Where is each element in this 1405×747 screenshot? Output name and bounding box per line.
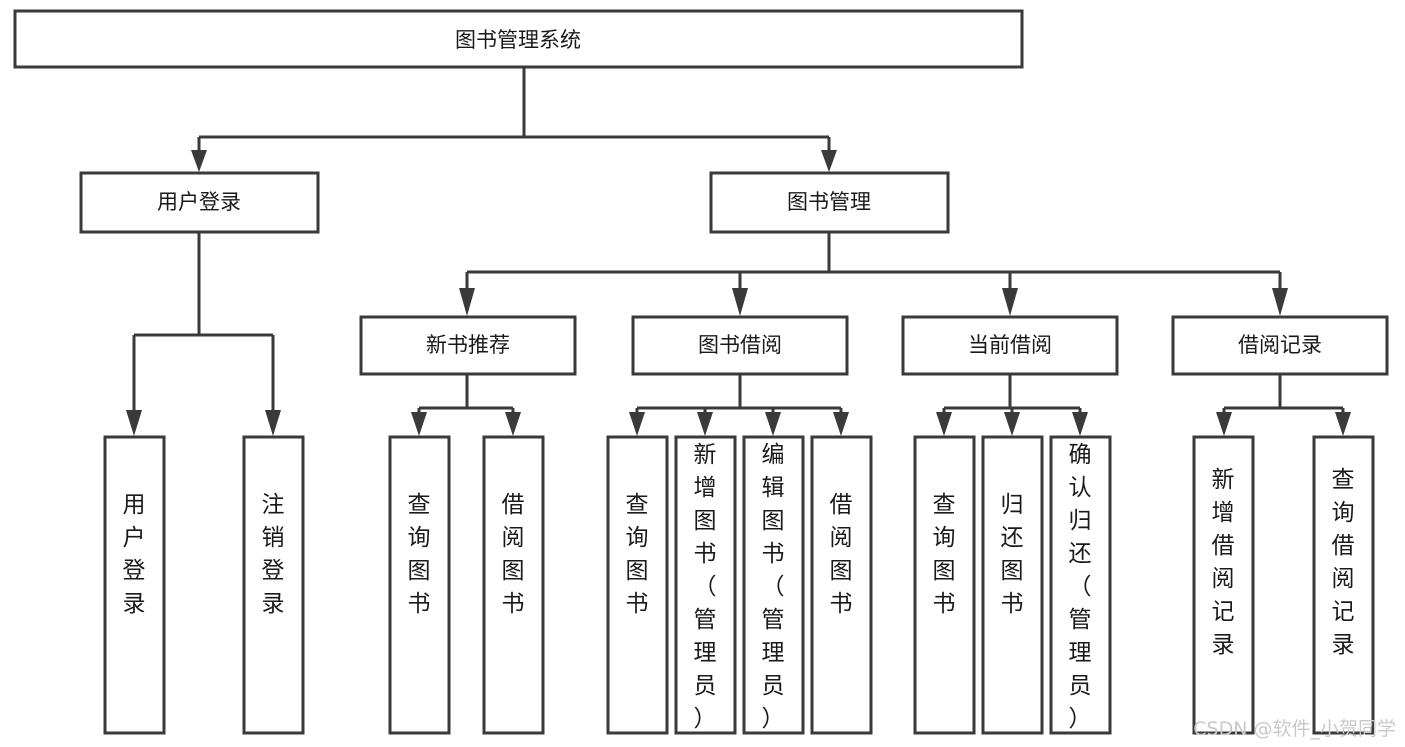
- node-leaf-query-record-label: 查询借阅记录: [1332, 467, 1355, 658]
- connectors-new-book-recommend-to-leaves: [411, 374, 521, 436]
- node-leaf-confirm-return-label: 确认归还（管理员）: [1069, 442, 1092, 732]
- arrow-head-leaf-query-record: [1335, 412, 1351, 436]
- node-leaf-return-book-box[interactable]: [981, 435, 1044, 735]
- arrow-head-leaf-borrow-book-1: [505, 412, 521, 436]
- arrow-head-book-manage: [821, 150, 837, 172]
- node-book-manage-label: 图书管理: [787, 190, 871, 214]
- node-leaf-query-book-1-box[interactable]: [388, 435, 451, 735]
- node-leaf-query-book-3-box[interactable]: [913, 435, 976, 735]
- node-book-manage-box[interactable]: [709, 171, 950, 234]
- node-leaf-user-login-label: 用户登录: [123, 492, 146, 617]
- node-leaf-query-record[interactable]: 查询借阅记录: [1312, 435, 1375, 735]
- connectors-book-manage-to-level2: [459, 232, 1288, 316]
- node-leaf-user-logout-label: 注销登录: [262, 492, 285, 617]
- node-leaf-return-book[interactable]: 归还图书: [981, 435, 1044, 735]
- node-leaf-borrow-book-2-label: 借阅图书: [830, 492, 853, 617]
- arrow-head-leaf-add-record: [1216, 412, 1232, 436]
- arrow-head-leaf-edit-book: [765, 412, 781, 436]
- node-leaf-user-logout[interactable]: 注销登录: [242, 435, 305, 735]
- node-root-box[interactable]: [13, 9, 1024, 69]
- node-user-login-label: 用户登录: [157, 190, 241, 214]
- node-leaf-query-book-2-box[interactable]: [606, 435, 669, 735]
- node-leaf-user-logout-box[interactable]: [242, 435, 305, 735]
- node-leaf-query-book-1-label: 查询图书: [408, 492, 431, 617]
- node-leaf-query-record-box[interactable]: [1312, 435, 1375, 735]
- node-leaf-borrow-book-2-box[interactable]: [810, 435, 873, 735]
- arrow-head-book-borrow: [732, 288, 748, 316]
- connectors-current-borrow-to-leaves: [936, 374, 1088, 436]
- arrow-head-leaf-query-book-2: [629, 412, 645, 436]
- watermark: CSDN @软件_小贺同学: [1193, 718, 1396, 740]
- node-leaf-user-login[interactable]: 用户登录: [103, 435, 166, 735]
- arrow-head-leaf-add-book: [697, 412, 713, 436]
- arrow-head-leaf-borrow-book-2: [833, 412, 849, 436]
- arrow-head-leaf-user-login: [126, 410, 142, 436]
- node-leaf-add-record-label: 新增借阅记录: [1212, 467, 1235, 658]
- node-new-book-recommend-box[interactable]: [359, 315, 577, 376]
- arrow-head-leaf-confirm-return: [1072, 412, 1088, 436]
- connectors-user-login-to-leaves: [126, 232, 281, 436]
- node-book-manage[interactable]: 图书管理: [709, 171, 950, 234]
- node-leaf-add-book[interactable]: 新增图书（管理员）: [674, 435, 737, 735]
- arrow-head-user-login: [191, 150, 207, 172]
- node-leaf-user-login-box[interactable]: [103, 435, 166, 735]
- node-book-borrow-label: 图书借阅: [698, 333, 782, 357]
- node-leaf-borrow-book-1-box[interactable]: [482, 435, 545, 735]
- node-book-borrow[interactable]: 图书借阅: [631, 315, 849, 376]
- connectors-borrow-record-to-leaves: [1216, 374, 1351, 436]
- node-leaf-add-book-label: 新增图书（管理员）: [694, 442, 717, 732]
- node-leaf-return-book-label: 归还图书: [1001, 492, 1024, 617]
- connectors-book-borrow-to-leaves: [629, 374, 849, 436]
- node-borrow-record-box[interactable]: [1171, 315, 1389, 376]
- arrow-head-leaf-return-book: [1004, 412, 1020, 436]
- arrow-head-leaf-user-logout: [265, 410, 281, 436]
- arrow-head-borrow-record: [1272, 288, 1288, 316]
- node-current-borrow-box[interactable]: [901, 315, 1119, 376]
- node-leaf-edit-book[interactable]: 编辑图书（管理员）: [742, 435, 805, 735]
- arrow-head-leaf-query-book-1: [411, 412, 427, 436]
- node-book-borrow-box[interactable]: [631, 315, 849, 376]
- node-leaf-confirm-return-box[interactable]: [1049, 435, 1112, 735]
- node-leaf-query-book-3-label: 查询图书: [933, 492, 956, 617]
- node-leaf-borrow-book-1-label: 借阅图书: [502, 492, 525, 617]
- node-new-book-recommend-label: 新书推荐: [426, 333, 510, 357]
- node-leaf-query-book-2[interactable]: 查询图书: [606, 435, 669, 735]
- node-leaf-query-book-2-label: 查询图书: [626, 492, 649, 617]
- node-user-login-box[interactable]: [79, 171, 320, 234]
- node-leaf-edit-book-box[interactable]: [742, 435, 805, 735]
- node-leaf-query-book-1[interactable]: 查询图书: [388, 435, 451, 735]
- connectors-root-to-level1: [191, 67, 837, 172]
- node-leaf-query-book-3[interactable]: 查询图书: [913, 435, 976, 735]
- node-leaf-borrow-book-1[interactable]: 借阅图书: [482, 435, 545, 735]
- arrow-head-new-book-recommend: [459, 288, 475, 316]
- node-new-book-recommend[interactable]: 新书推荐: [359, 315, 577, 376]
- node-leaf-edit-book-label: 编辑图书（管理员）: [762, 442, 785, 732]
- node-leaf-add-record-box[interactable]: [1192, 435, 1255, 735]
- node-leaf-confirm-return[interactable]: 确认归还（管理员）: [1049, 435, 1112, 735]
- node-root-label: 图书管理系统: [455, 28, 581, 52]
- arrow-head-current-borrow: [1002, 288, 1018, 316]
- node-current-borrow[interactable]: 当前借阅: [901, 315, 1119, 376]
- node-borrow-record[interactable]: 借阅记录: [1171, 315, 1389, 376]
- arrow-head-leaf-query-book-3: [936, 412, 952, 436]
- node-root[interactable]: 图书管理系统: [13, 9, 1024, 69]
- node-leaf-add-book-box[interactable]: [674, 435, 737, 735]
- node-leaf-borrow-book-2[interactable]: 借阅图书: [810, 435, 873, 735]
- node-borrow-record-label: 借阅记录: [1238, 333, 1322, 357]
- node-user-login[interactable]: 用户登录: [79, 171, 320, 234]
- node-current-borrow-label: 当前借阅: [968, 333, 1052, 357]
- node-leaf-add-record[interactable]: 新增借阅记录: [1192, 435, 1255, 735]
